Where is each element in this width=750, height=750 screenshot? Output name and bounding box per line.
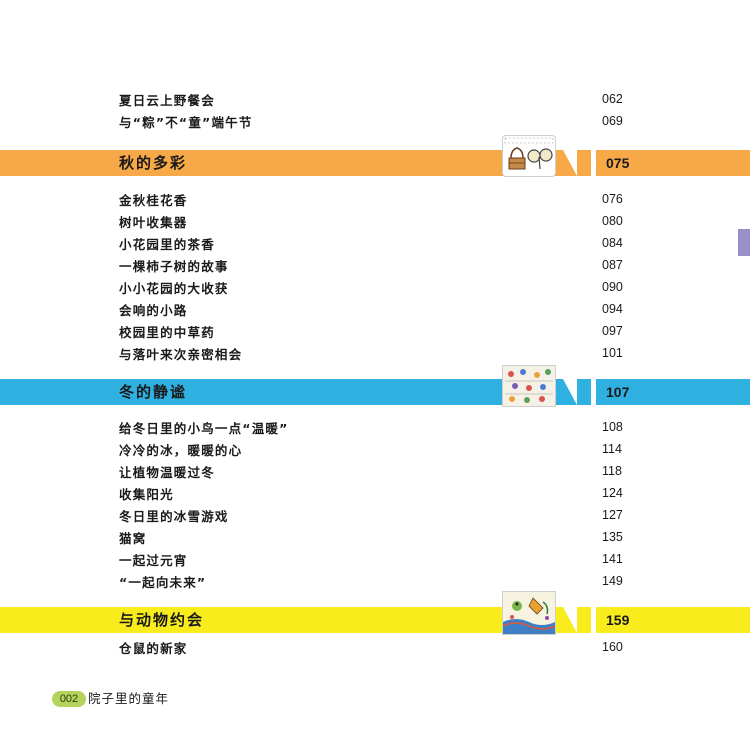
entry-page: 135 — [602, 530, 623, 544]
toc-entry[interactable]: 猫窝 135 — [119, 526, 626, 548]
footer-book-title: 院子里的童年 — [88, 691, 170, 706]
toc-entry[interactable]: 小小花园的大收获 090 — [119, 276, 626, 298]
section-bar — [0, 379, 591, 405]
animal-drawing-icon — [502, 591, 556, 635]
toc-entry[interactable]: 会响的小路 094 — [119, 298, 626, 320]
toc-entry[interactable]: 与落叶来次亲密相会 101 — [119, 342, 626, 364]
entry-title: 收集阳光 — [119, 486, 174, 502]
toc-entry[interactable]: 冬日里的冰雪游戏 127 — [119, 504, 626, 526]
winter-drawing-icon — [502, 365, 556, 407]
entry-title: 冷冷的冰，暖暖的心 — [119, 442, 243, 458]
entry-page: 080 — [602, 214, 623, 228]
section-title: 与动物约会 — [119, 611, 205, 629]
toc-entry[interactable]: 仓鼠的新家 160 — [119, 636, 626, 658]
section-bar — [0, 607, 591, 633]
entry-page: 114 — [602, 442, 622, 456]
footer-page-number: 002 — [52, 691, 86, 707]
section-page: 075 — [606, 155, 630, 171]
entry-title: 与“粽”不“童”端午节 — [119, 114, 253, 130]
section-header-animals[interactable]: 与动物约会 159 — [0, 607, 750, 633]
entry-page: 097 — [602, 324, 623, 338]
toc-entry[interactable]: 树叶收集器 080 — [119, 210, 626, 232]
entry-title: 一起过元宵 — [119, 552, 188, 568]
entry-title: “一起向未来” — [119, 574, 207, 590]
section-bar — [0, 150, 591, 176]
entry-title: 猫窝 — [119, 530, 147, 546]
picnic-basket-icon — [502, 135, 556, 177]
toc-entry[interactable]: “一起向未来” 149 — [119, 570, 626, 592]
entry-page: 069 — [602, 114, 623, 128]
toc-entry[interactable]: 让植物温暖过冬 118 — [119, 460, 626, 482]
entry-page: 124 — [602, 486, 623, 500]
section-page-box — [596, 150, 750, 176]
entry-page: 090 — [602, 280, 623, 294]
section-title: 秋的多彩 — [119, 154, 188, 172]
section-header-autumn[interactable]: 秋的多彩 075 — [0, 150, 750, 176]
toc-entry[interactable]: 一棵柿子树的故事 087 — [119, 254, 626, 276]
entry-page: 127 — [602, 508, 623, 522]
entry-title: 仓鼠的新家 — [119, 640, 188, 656]
entry-page: 160 — [602, 640, 623, 654]
entry-page: 087 — [602, 258, 623, 272]
section-page-box — [596, 379, 750, 405]
entry-title: 树叶收集器 — [119, 214, 188, 230]
entry-page: 118 — [602, 464, 622, 478]
side-bookmark-tab — [738, 229, 750, 256]
toc-entry[interactable]: 收集阳光 124 — [119, 482, 626, 504]
section-title: 冬的静谧 — [119, 383, 188, 401]
entry-page: 101 — [602, 346, 623, 360]
entry-title: 小小花园的大收获 — [119, 280, 229, 296]
toc-entry[interactable]: 小花园里的茶香 084 — [119, 232, 626, 254]
entry-title: 与落叶来次亲密相会 — [119, 346, 243, 362]
section-page-box — [596, 607, 750, 633]
bar-notch — [563, 150, 577, 176]
toc-entry[interactable]: 夏日云上野餐会 062 — [119, 88, 626, 110]
toc-entry[interactable]: 冷冷的冰，暖暖的心 114 — [119, 438, 626, 460]
entry-title: 金秋桂花香 — [119, 192, 188, 208]
toc-entry[interactable]: 校园里的中草药 097 — [119, 320, 626, 342]
section-page: 107 — [606, 384, 630, 400]
entry-page: 108 — [602, 420, 623, 434]
entry-page: 149 — [602, 574, 623, 588]
entry-page: 084 — [602, 236, 623, 250]
toc-entry[interactable]: 一起过元宵 141 — [119, 548, 626, 570]
bar-notch — [563, 607, 577, 633]
toc-entry[interactable]: 给冬日里的小鸟一点“温暖” 108 — [119, 416, 626, 438]
section-header-winter[interactable]: 冬的静谧 107 — [0, 379, 750, 405]
entry-title: 给冬日里的小鸟一点“温暖” — [119, 420, 289, 436]
entry-page: 141 — [602, 552, 623, 566]
entry-title: 夏日云上野餐会 — [119, 92, 215, 108]
entry-title: 会响的小路 — [119, 302, 188, 318]
section-page: 159 — [606, 612, 630, 628]
entry-title: 一棵柿子树的故事 — [119, 258, 229, 274]
entry-title: 校园里的中草药 — [119, 324, 215, 340]
toc-entry[interactable]: 金秋桂花香 076 — [119, 188, 626, 210]
toc-entry[interactable]: 与“粽”不“童”端午节 069 — [119, 110, 626, 132]
bar-notch — [563, 379, 577, 405]
entry-title: 让植物温暖过冬 — [119, 464, 215, 480]
entry-title: 小花园里的茶香 — [119, 236, 215, 252]
entry-title: 冬日里的冰雪游戏 — [119, 508, 229, 524]
entry-page: 094 — [602, 302, 623, 316]
entry-page: 076 — [602, 192, 623, 206]
entry-page: 062 — [602, 92, 623, 106]
